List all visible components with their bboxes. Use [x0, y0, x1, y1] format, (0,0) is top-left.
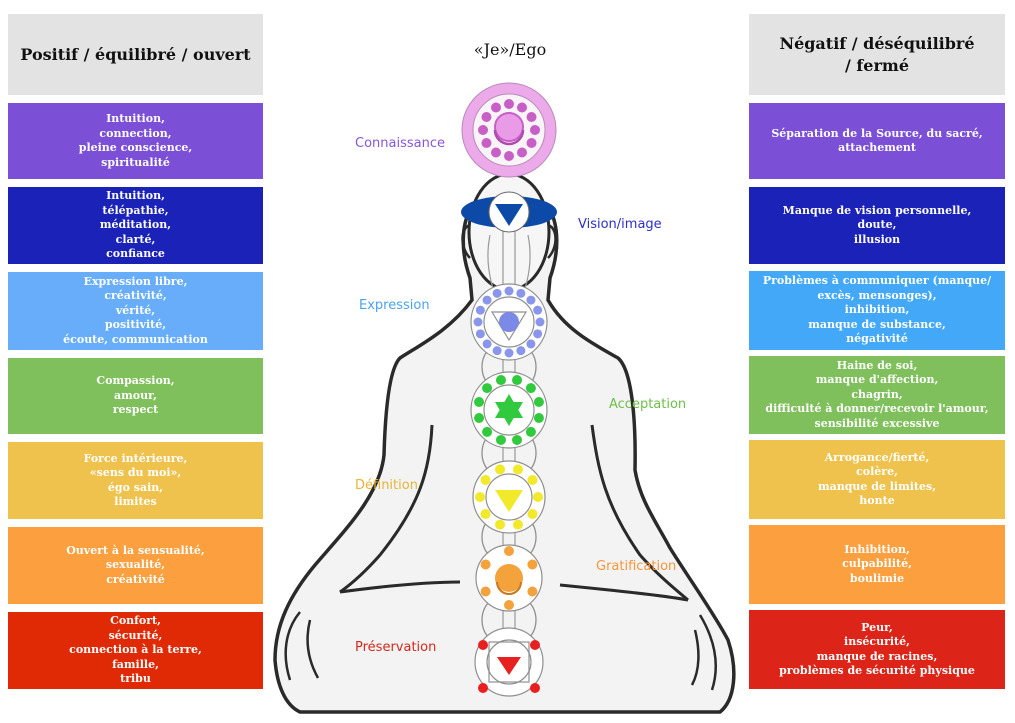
right-inner-arm: [590, 424, 689, 602]
chakra-petal-dot: [504, 99, 514, 109]
chakra-petal-dot: [480, 586, 491, 597]
chakra-petal-dot: [480, 559, 491, 570]
chakra-petal-dot: [516, 288, 526, 298]
right-forearm: [559, 583, 689, 602]
chakra-petal-dot: [475, 492, 485, 502]
chakra-petal-dot: [481, 138, 492, 148]
negative-box-root: Peur, insécurité, manque de racines, pro…: [749, 610, 1005, 689]
chakra-petal-dot: [495, 519, 506, 530]
positive-box-crown: Intuition, connection, pleine conscience…: [8, 103, 263, 179]
positive-column-header: Positif / équilibré / ouvert: [8, 14, 263, 95]
label-definition: Définition: [355, 478, 418, 493]
positive-box-sacral: Ouvert à la sensualité, sexualité, créat…: [8, 527, 263, 604]
chakra-petal-dot: [512, 519, 523, 530]
positive-box-root: Confort, sécurité, connection à la terre…: [8, 612, 263, 689]
chakra-petal-dot: [527, 474, 538, 485]
negative-box-third-eye: Manque de vision personnelle, doute, ill…: [749, 187, 1005, 264]
crown-chakra-icon: [461, 82, 557, 178]
chakra-petal-dot: [526, 339, 536, 349]
positive-box-solar-plexus: Force intérieure, «sens du moi», égo sai…: [8, 442, 263, 519]
chakra-petal-dot: [491, 102, 501, 113]
chakra-petal-dot: [480, 474, 491, 485]
left-ear: [461, 223, 471, 259]
chakra-petal-dot: [530, 125, 540, 135]
third-eye-chakra-icon: [461, 191, 557, 233]
chakra-petal-dot: [482, 339, 492, 349]
negative-box-solar-plexus: Arrogance/fierté, colère, manque de limi…: [749, 440, 1005, 519]
chakra-petal-dot: [533, 413, 544, 424]
chakra-petal-dot: [474, 413, 485, 424]
label-acceptation: Acceptation: [609, 397, 687, 412]
chakra-petal-dot: [492, 288, 502, 298]
chakra-petal-dot: [491, 147, 501, 158]
chakra-petal-dot: [533, 329, 543, 339]
negative-column-header: Négatif / déséquilibré / fermé: [749, 14, 1005, 95]
chakra-petal-dot: [526, 138, 537, 148]
chakra-petal-dot: [525, 383, 536, 394]
left-hand: [284, 611, 320, 681]
chakra-petal-dot: [481, 112, 492, 122]
right-ear: [547, 223, 557, 259]
chakra-petal-dot: [526, 295, 536, 305]
chakra-petal-dot: [526, 112, 537, 122]
chakra-petal-dot: [533, 305, 543, 315]
chakra-petal-dot: [517, 102, 527, 113]
chakra-petal-dot: [473, 317, 483, 327]
label-preservation: Préservation: [355, 640, 437, 655]
chakra-petal-dot: [504, 600, 514, 610]
chakra-petal-dot: [504, 151, 514, 161]
chakra-petal-dot: [527, 559, 538, 570]
heart-chakra-icon: [470, 371, 548, 449]
chakra-petal-dot: [495, 464, 506, 475]
chakra-petal-dot: [504, 546, 514, 556]
right-hand: [690, 614, 718, 691]
chakra-petal-dot: [527, 509, 538, 520]
positive-box-heart: Compassion, amour, respect: [8, 358, 263, 434]
sacral-chakra-icon: [475, 544, 543, 612]
label-gratification: Gratification: [596, 559, 677, 574]
chakra-petal-dot: [504, 348, 514, 358]
meditating-figure-illustration: [273, 82, 736, 714]
positive-box-third-eye: Intuition, télépathie, méditation, clart…: [8, 187, 263, 264]
positive-box-throat: Expression libre, créativité, vérité, po…: [8, 272, 263, 350]
left-forearm: [339, 580, 461, 594]
chakra-petal-dot: [492, 346, 502, 356]
chakra-petal-dot: [475, 329, 485, 339]
chakra-petal-dot: [512, 464, 523, 475]
chakra-petal-dot: [475, 305, 485, 315]
root-chakra-icon: [474, 627, 544, 697]
label-vision-image: Vision/image: [578, 217, 662, 232]
chakra-petal-dot: [474, 396, 485, 407]
negative-box-throat: Problèmes à communiquer (manque/ excès, …: [749, 271, 1005, 350]
chakra-petal-dot: [533, 396, 544, 407]
chakra-petal-dot: [495, 434, 506, 445]
chakra-petal-dot: [482, 295, 492, 305]
chakra-petal-dot: [516, 346, 526, 356]
chakra-petal-dot: [533, 492, 543, 502]
negative-box-sacral: Inhibition, culpabilité, boulimie: [749, 525, 1005, 604]
chakra-petal-dot: [527, 586, 538, 597]
chakra-petal-dot: [482, 426, 493, 437]
chakra-petal-dot: [512, 434, 523, 445]
chakra-petal-dot: [504, 286, 514, 296]
negative-box-heart: Haine de soi, manque d'affection, chagri…: [749, 356, 1005, 434]
label-connaissance: Connaissance: [355, 136, 445, 151]
chakra-petal-dot: [525, 426, 536, 437]
chakra-petal-dot: [482, 383, 493, 394]
chakra-petal-dot: [495, 375, 506, 386]
throat-chakra-icon: [470, 283, 548, 361]
solar-plexus-chakra-icon: [472, 460, 546, 534]
chakra-petal-dot: [478, 125, 488, 135]
ego-title: «Je»/Ego: [473, 40, 547, 59]
chakra-petal-dot: [512, 375, 523, 386]
chakra-petal-dot: [480, 509, 491, 520]
label-expression: Expression: [359, 298, 430, 313]
chakra-petal-dot: [535, 317, 545, 327]
chakra-petal-dot: [517, 147, 527, 158]
negative-box-crown: Séparation de la Source, du sacré, attac…: [749, 103, 1005, 179]
left-inner-arm: [339, 424, 434, 594]
